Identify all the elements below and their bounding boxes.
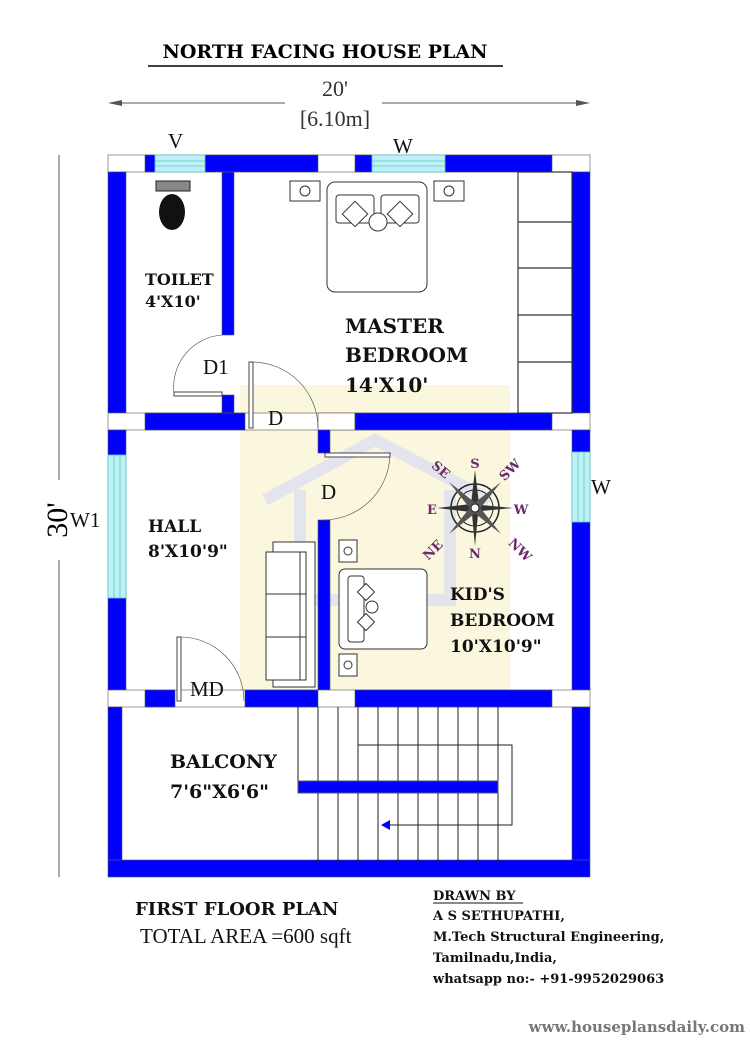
footer: FIRST FLOOR PLAN TOTAL AREA =600 sqft DR… xyxy=(135,889,745,1036)
hall-window-label: W1 xyxy=(70,508,100,532)
depth-ft-label: 30' xyxy=(41,502,74,537)
balcony-size: 7'6"X6'6" xyxy=(170,781,269,803)
master-name-1: MASTER xyxy=(345,314,444,338)
wardrobe xyxy=(517,171,573,414)
width-dimension: 20' [6.10m] xyxy=(108,76,590,131)
staircase xyxy=(297,707,513,864)
sofa-icon xyxy=(265,541,316,688)
main-door-swing xyxy=(179,636,245,702)
drawn-by-label: DRAWN BY xyxy=(433,889,516,904)
ventilator-label: V xyxy=(168,129,183,153)
door-d-master-label: D xyxy=(268,406,283,430)
depth-dimension: 30' xyxy=(41,155,74,877)
kids-bed-icon xyxy=(338,539,428,677)
master-name-2: BEDROOM xyxy=(345,343,468,367)
door-d1-label: D1 xyxy=(203,355,229,379)
website-link: www.houseplansdaily.com xyxy=(528,1018,745,1036)
total-area: TOTAL AREA =600 sqft xyxy=(140,924,352,948)
door-d-kids-leaf xyxy=(324,452,391,458)
toilet-name: TOILET xyxy=(145,270,214,289)
main-door-leaf xyxy=(176,636,182,702)
plan-name: FIRST FLOOR PLAN xyxy=(135,899,338,920)
author-qualification: M.Tech Structural Engineering, xyxy=(433,930,664,945)
kids-name-2: BEDROOM xyxy=(450,611,555,631)
plan-title: NORTH FACING HOUSE PLAN xyxy=(162,41,487,63)
master-window xyxy=(371,154,446,173)
room-labels: TOILET 4'X10' MASTER BEDROOM 14'X10' HAL… xyxy=(145,270,555,803)
compass-icon xyxy=(437,470,513,546)
windows xyxy=(107,154,591,599)
master-bed-icon xyxy=(289,180,465,293)
door-d-master-leaf xyxy=(248,361,254,429)
width-ft-label: 20' xyxy=(322,76,348,101)
door-d1-leaf xyxy=(173,391,223,397)
ventilator-window xyxy=(154,154,206,173)
hall-size: 8'X10'9" xyxy=(148,542,228,562)
author-location: Tamilnadu,India, xyxy=(433,951,557,966)
kids-window-label: W xyxy=(591,475,611,499)
author-contact: whatsapp no:- +91-9952029063 xyxy=(432,972,664,987)
author-name: A S SETHUPATHI, xyxy=(432,909,565,924)
door-d-master-swing xyxy=(251,361,319,429)
svg-text:N: N xyxy=(469,547,481,562)
toilet-fixture-icon xyxy=(155,180,191,230)
opening-labels: V W W W1 D1 D D MD xyxy=(70,129,611,701)
stair-arrow-icon xyxy=(381,820,390,830)
main-door-label: MD xyxy=(190,677,224,701)
master-window-label: W xyxy=(393,134,413,158)
toilet-size: 4'X10' xyxy=(145,292,201,311)
hall-name: HALL xyxy=(148,517,201,537)
width-m-label: [6.10m] xyxy=(300,106,370,131)
door-d-kids-swing xyxy=(321,454,391,521)
svg-text:S: S xyxy=(470,457,479,472)
master-size: 14'X10' xyxy=(345,373,428,397)
door-d1-swing xyxy=(173,334,223,394)
kids-name-1: KID'S xyxy=(450,585,505,605)
balcony-name: BALCONY xyxy=(170,751,277,773)
hall-window xyxy=(107,454,127,599)
kids-window xyxy=(571,451,591,523)
door-d-kids-label: D xyxy=(321,480,336,504)
kids-size: 10'X10'9" xyxy=(450,637,542,657)
doors xyxy=(173,334,391,702)
svg-text:W: W xyxy=(513,503,529,518)
svg-text:E: E xyxy=(427,503,437,518)
